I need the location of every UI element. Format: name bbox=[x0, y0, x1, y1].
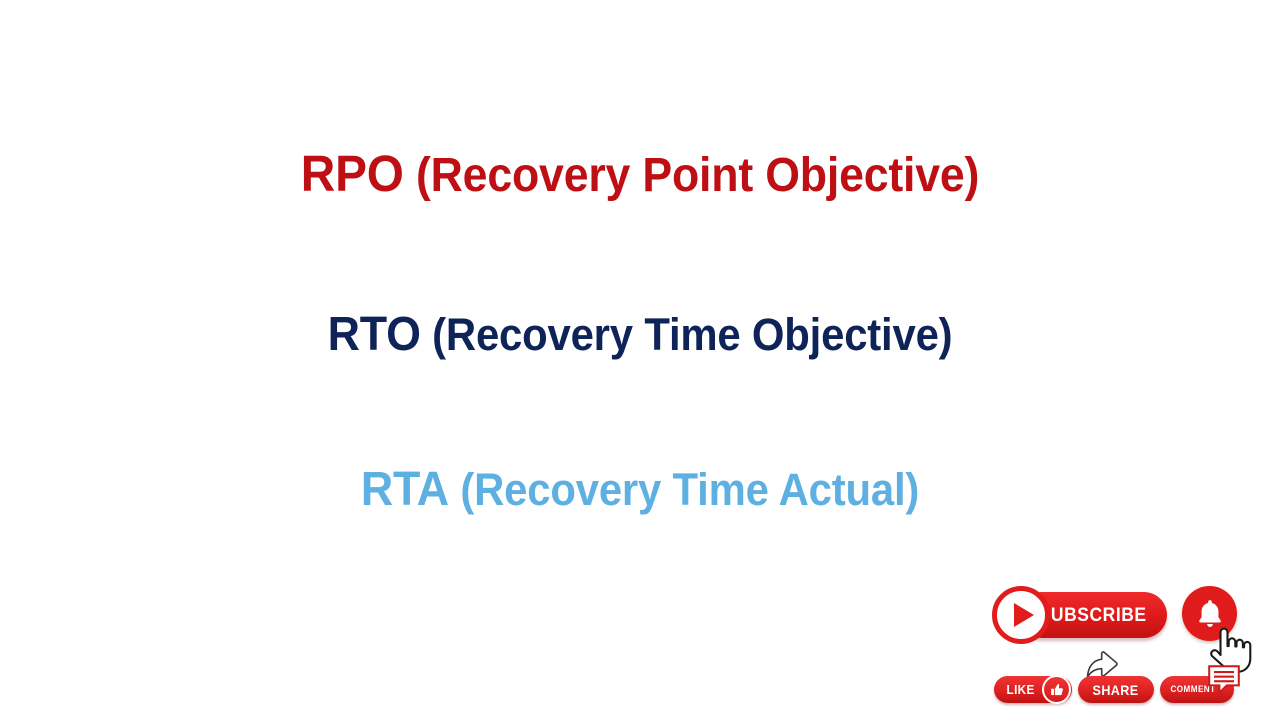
like-button[interactable]: LIKE bbox=[994, 675, 1072, 704]
headline-rpo: RPO (Recovery Point Objective) bbox=[45, 148, 1235, 200]
share-label: SHARE bbox=[1093, 681, 1139, 698]
like-label: LIKE bbox=[1006, 682, 1035, 697]
notification-bell-button[interactable] bbox=[1182, 586, 1237, 641]
headline-rto-abbr: RTO bbox=[327, 307, 421, 361]
headline-rto-expansion: (Recovery Time Objective) bbox=[420, 309, 953, 360]
headline-rta-expansion: (Recovery Time Actual) bbox=[448, 464, 920, 515]
subscribe-label: SUBSCRIBE bbox=[1038, 604, 1147, 626]
play-triangle-shape bbox=[1014, 603, 1034, 627]
share-arrow-icon bbox=[1085, 648, 1125, 678]
headline-rta: RTA (Recovery Time Actual) bbox=[45, 465, 1235, 513]
share-button[interactable]: SHARE bbox=[1078, 676, 1154, 703]
speech-bubble-icon bbox=[1207, 664, 1241, 695]
subscribe-button[interactable]: SUBSCRIBE bbox=[992, 586, 1167, 644]
headline-rpo-expansion: (Recovery Point Objective) bbox=[403, 149, 980, 202]
headline-rta-abbr: RTA bbox=[360, 462, 449, 516]
headline-rpo-abbr: RPO bbox=[300, 145, 404, 202]
youtube-cta-cluster: SUBSCRIBE bbox=[985, 580, 1252, 710]
subscribe-row: SUBSCRIBE bbox=[985, 580, 1252, 673]
thumbs-up-icon bbox=[1042, 675, 1071, 704]
notification-bell-icon bbox=[1195, 598, 1225, 630]
comment-label: COMMENT bbox=[1170, 684, 1216, 694]
play-triangle-icon bbox=[992, 586, 1050, 644]
headline-rto: RTO (Recovery Time Objective) bbox=[45, 310, 1235, 358]
action-row: LIKE SHARE COMMENT bbox=[985, 651, 1250, 710]
